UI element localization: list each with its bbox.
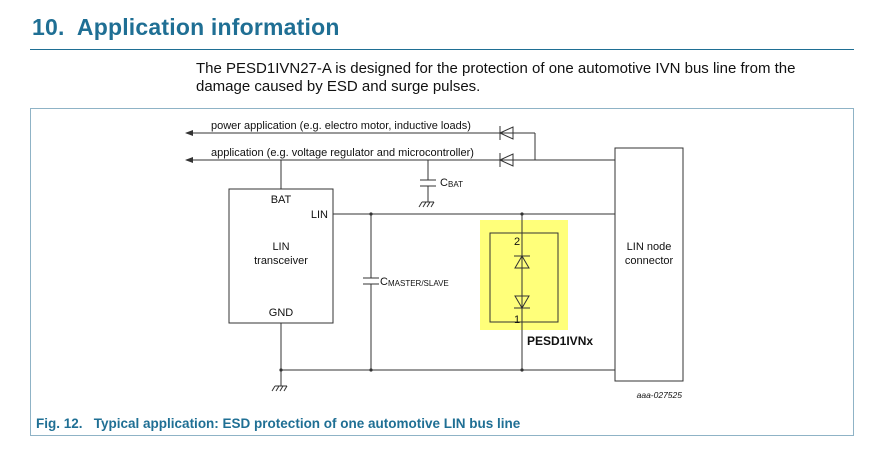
device-pin-1: 1 — [514, 314, 520, 326]
heading-rule — [30, 49, 854, 50]
connector-label-2: connector — [625, 255, 674, 267]
section-number: 10. — [32, 14, 65, 40]
connector-label-1: LIN node — [627, 241, 672, 253]
figure-caption: Fig. 12. Typical application: ESD protec… — [36, 416, 520, 431]
lin-transceiver: BAT LIN LIN transceiver GND — [228, 188, 334, 324]
intro-line-2: damage caused by ESD and surge pulses. — [196, 78, 481, 95]
capacitor-cbat: C BAT — [418, 160, 463, 208]
cmaster-label-sub: MASTER/SLAVE — [388, 279, 449, 288]
figure-caption-label: Fig. 12. — [36, 416, 83, 431]
reference-code: aaa-027525 — [637, 390, 683, 400]
section-heading: 10. Application information — [32, 14, 340, 41]
transceiver-gnd-pin: GND — [269, 307, 294, 319]
figure-frame — [30, 108, 854, 436]
figure-caption-text: Typical application: ESD protection of o… — [93, 416, 521, 431]
power-application-line: power application (e.g. electro motor, i… — [185, 120, 535, 136]
transceiver-name-1: LIN — [272, 241, 289, 253]
application-line: application (e.g. voltage regulator and … — [185, 147, 535, 163]
section-title: Application information — [76, 14, 340, 40]
transceiver-lin-pin: LIN — [311, 209, 328, 221]
diode-application — [498, 153, 514, 167]
transceiver-name-2: transceiver — [254, 255, 308, 267]
application-label: application (e.g. voltage regulator and … — [211, 147, 474, 159]
cbat-label-main: C — [440, 177, 448, 189]
capacitor-cmaster: C MASTER/SLAVE — [363, 214, 449, 370]
cbat-label-sub: BAT — [448, 180, 463, 189]
intro-paragraph: The PESD1IVN27-A is designed for the pro… — [196, 60, 836, 96]
device-pin-2: 2 — [514, 236, 520, 248]
power-application-label: power application (e.g. electro motor, i… — [211, 120, 471, 132]
cmaster-label-main: C — [380, 276, 388, 288]
ground-symbol — [271, 370, 288, 392]
transceiver-bat-pin: BAT — [271, 194, 292, 206]
diode-power — [498, 126, 514, 140]
device-name: PESD1IVNx — [527, 334, 593, 348]
pesd-device: 2 1 PESD1IVNx — [480, 214, 593, 370]
device-highlight — [480, 220, 568, 330]
lin-node-connector: LIN node connector — [614, 147, 684, 382]
intro-line-1: The PESD1IVN27-A is designed for the pro… — [196, 60, 796, 77]
